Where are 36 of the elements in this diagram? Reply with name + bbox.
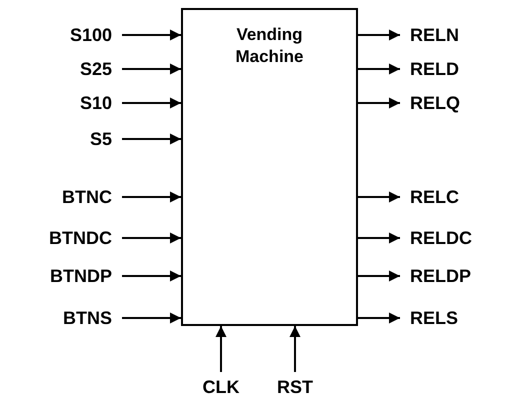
signal-name: RELS [410, 307, 510, 329]
arrow [358, 270, 400, 282]
signal-name: RELDP [410, 265, 510, 287]
arrow [122, 134, 181, 144]
signal-name: RELC [410, 186, 510, 208]
arrow [122, 312, 181, 324]
arrow [122, 232, 181, 244]
signal-name: RELN [410, 24, 510, 46]
signal-name: BTNS [10, 307, 112, 329]
signal-name: CLK [196, 376, 246, 398]
signal-name: RST [270, 376, 320, 398]
signal-name: BTNC [10, 186, 112, 208]
arrow [216, 326, 226, 372]
arrow [122, 98, 181, 108]
arrow [122, 192, 181, 202]
signal-name: RELQ [410, 92, 510, 114]
signal-name: S100 [10, 24, 112, 46]
arrow [122, 270, 181, 282]
signal-name: BTNDP [10, 265, 112, 287]
signal-name: S5 [10, 128, 112, 150]
signal-name: BTNDC [10, 227, 112, 249]
arrow [122, 64, 181, 74]
arrow [358, 98, 400, 108]
arrow [358, 192, 400, 202]
arrow [358, 64, 400, 74]
arrow [358, 312, 400, 324]
signal-name: RELD [410, 58, 510, 80]
block-box [181, 8, 358, 326]
signal-name: RELDC [410, 227, 510, 249]
arrow [358, 232, 400, 244]
arrow [290, 326, 300, 372]
block-title: Vending Machine [234, 24, 305, 68]
signal-name: S25 [10, 58, 112, 80]
arrow [122, 30, 181, 40]
signal-name: S10 [10, 92, 112, 114]
arrow [358, 30, 400, 40]
